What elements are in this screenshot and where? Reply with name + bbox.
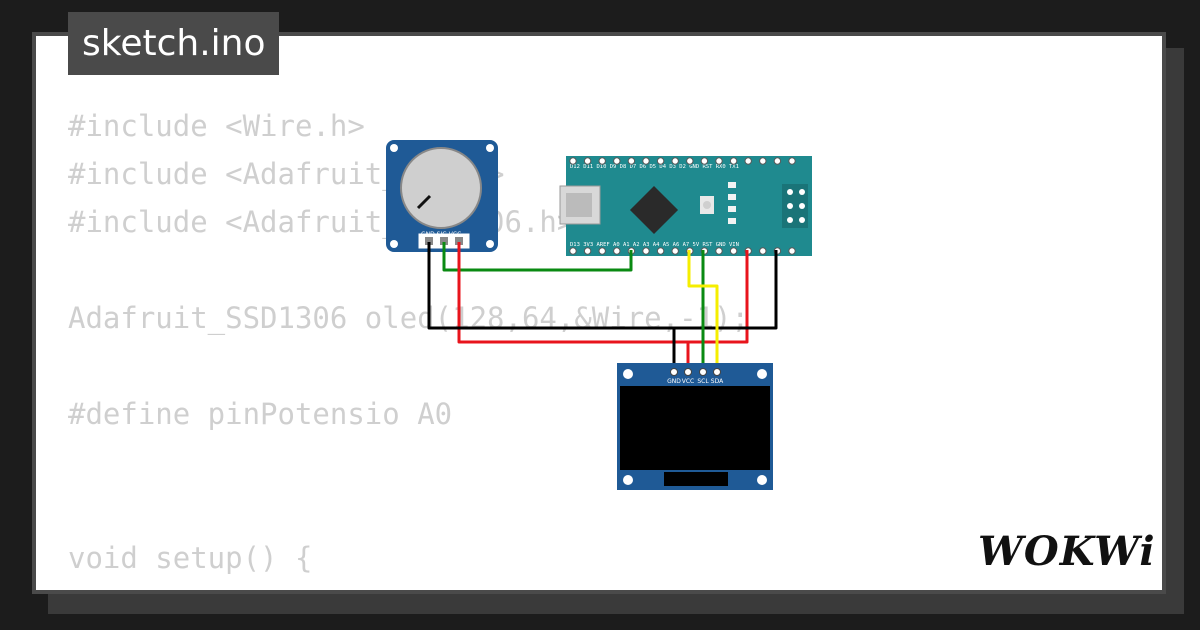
header-pin[interactable]: [729, 157, 738, 165]
header-pin[interactable]: [569, 157, 577, 165]
header-pin[interactable]: [788, 247, 796, 255]
header-pin[interactable]: [759, 157, 767, 165]
pot-pin-vcc[interactable]: [455, 237, 463, 245]
wire-black-gnd[interactable]: [674, 250, 778, 330]
header-pin[interactable]: [613, 247, 621, 255]
header-pin[interactable]: [613, 157, 621, 165]
header-pin[interactable]: [569, 247, 577, 255]
wokwi-logo: WOKWi: [978, 528, 1156, 575]
code-line: #define pinPotensio A0: [68, 397, 453, 431]
header-pin[interactable]: [715, 247, 723, 255]
pot-pin-gnd[interactable]: [425, 237, 433, 245]
preview-card: #include <Wire.h>#include <Adafruit_GFX.…: [32, 32, 1166, 594]
header-pin[interactable]: [744, 157, 752, 165]
header-pin[interactable]: [598, 247, 606, 255]
header-pin[interactable]: [656, 157, 665, 165]
header-pin[interactable]: [671, 247, 679, 255]
pot-pin-labels: GND SIG VCC: [421, 231, 461, 238]
file-tab[interactable]: sketch.ino: [68, 12, 280, 75]
oled-pin-vcc[interactable]: [684, 368, 692, 376]
oled-screen: [620, 386, 770, 470]
code-line: oled.begin(SSD1306_SWITCHCAPVCC, 0x3c);: [68, 582, 784, 590]
oled-pin-sda[interactable]: [713, 368, 721, 376]
header-pin[interactable]: [729, 247, 738, 255]
wire-red-5v[interactable]: [688, 250, 749, 344]
oled-label-gnd: GND: [667, 378, 681, 385]
knob-indicator: [416, 194, 432, 210]
oled-label-sda: SDA: [711, 378, 724, 385]
oled-pin-scl[interactable]: [699, 368, 707, 376]
header-pin[interactable]: [583, 247, 592, 255]
oled-display[interactable]: GND VCC SCL SDA: [617, 363, 773, 490]
header-pin[interactable]: [671, 157, 679, 165]
arduino-nano[interactable]: D12 D11 D10 D9 D8 D7 D6 D5 D4 D3 D2 GND …: [559, 156, 812, 256]
header-pin[interactable]: [686, 157, 694, 165]
wire-black-pot-gnd[interactable]: [427, 242, 676, 372]
header-pin[interactable]: [715, 157, 723, 165]
pot-pin-sig[interactable]: [440, 237, 448, 245]
knob[interactable]: [400, 147, 482, 229]
wire-yellow-sda[interactable]: [687, 250, 719, 372]
bottom-pin-labels: D13 3V3 AREF A0 A1 A2 A3 A4 A5 A6 A7 5V …: [570, 242, 739, 248]
code-line: #include <Wire.h>: [68, 109, 365, 143]
oled-label-vcc: VCC: [682, 378, 694, 385]
top-pin-labels: D12 D11 D10 D9 D8 D7 D6 D5 D4 D3 D2 GND …: [570, 164, 739, 170]
oled-label-scl: SCL: [697, 378, 709, 385]
code-line: void setup() {: [68, 541, 313, 575]
header-pin[interactable]: [642, 157, 650, 165]
header-pin[interactable]: [627, 157, 636, 165]
oled-pin-gnd[interactable]: [670, 368, 678, 376]
wires: [427, 242, 778, 372]
potentiometer[interactable]: GND SIG VCC: [386, 140, 498, 252]
header-pin[interactable]: [773, 157, 782, 165]
top-pin-header[interactable]: [569, 157, 796, 165]
microcontroller-chip: [629, 185, 679, 235]
header-pin[interactable]: [642, 247, 650, 255]
header-pin[interactable]: [788, 157, 796, 165]
header-pin[interactable]: [656, 247, 665, 255]
wire-green-sig-a0[interactable]: [442, 242, 633, 272]
header-pin[interactable]: [583, 157, 592, 165]
header-pin[interactable]: [759, 247, 767, 255]
header-pin[interactable]: [598, 157, 606, 165]
header-pin[interactable]: [700, 157, 709, 165]
wire-red-pot-vcc[interactable]: [457, 242, 690, 372]
